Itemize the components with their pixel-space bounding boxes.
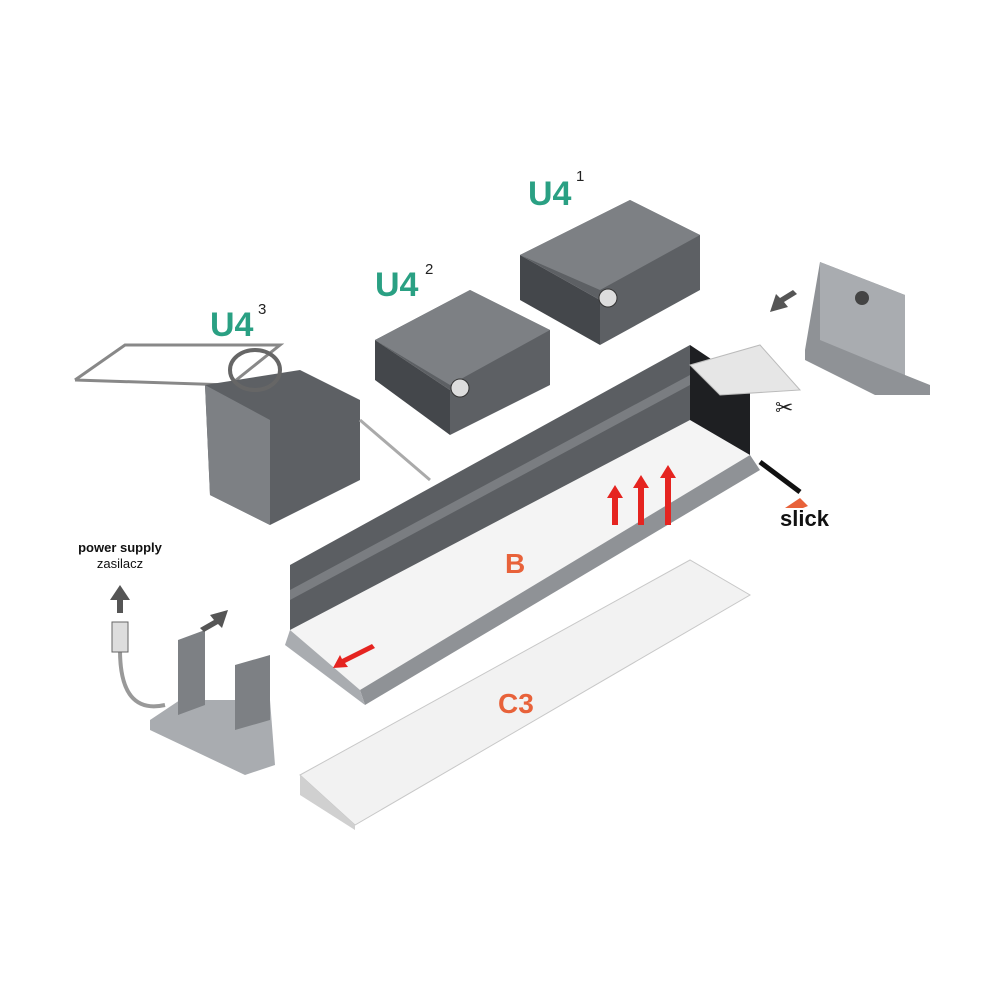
blade-icon	[758, 460, 802, 494]
label-index: 1	[576, 168, 585, 185]
label-index: 2	[425, 261, 434, 278]
spring-bracket-u4-3	[74, 343, 431, 525]
label-profile-b: B	[505, 548, 526, 579]
scissors-icon: ✂	[775, 395, 793, 420]
label-cover-c3: C3	[498, 688, 534, 719]
label-index: 3	[258, 301, 267, 318]
label-text: U4	[375, 266, 419, 304]
power-supply-pl: zasilacz	[96, 556, 144, 571]
cover-c3	[299, 559, 751, 830]
profile-b	[285, 345, 760, 705]
label-text: U4	[210, 306, 254, 344]
arrow-left-icon	[770, 290, 797, 312]
arrow-up-icon	[607, 485, 623, 525]
label-text: U4	[528, 175, 572, 213]
arrow-right-icon	[200, 610, 228, 632]
end-cap-u4-2	[375, 290, 550, 435]
arrow-up-icon	[633, 475, 649, 525]
power-supply-label: power supply zasilacz	[60, 540, 180, 572]
grey-arrows	[110, 290, 797, 632]
end-cap-u4-1	[520, 200, 700, 345]
end-cap-right	[805, 262, 930, 395]
slick-logo-mark	[785, 498, 808, 508]
arrow-down-left-icon	[333, 644, 375, 668]
arrow-up-icon	[110, 585, 130, 613]
power-supply-en: power supply	[78, 540, 162, 555]
red-arrows	[333, 465, 676, 668]
led-strip	[689, 344, 802, 396]
label-u4-2: U4 2	[375, 262, 433, 304]
end-cap-left-feed	[111, 621, 275, 775]
brand-slick: slick	[780, 506, 829, 531]
arrow-up-icon	[660, 465, 676, 525]
